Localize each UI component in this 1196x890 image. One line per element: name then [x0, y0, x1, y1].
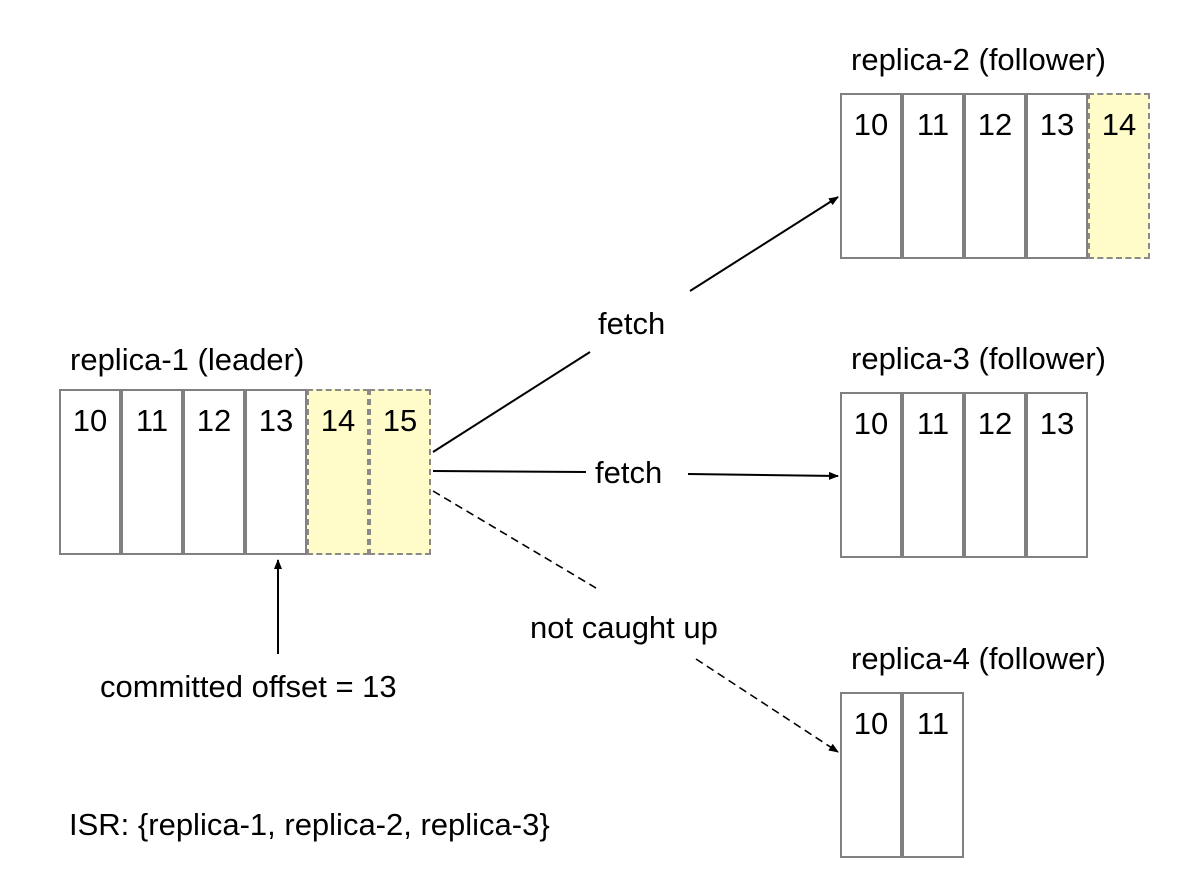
isr-label: ISR: {replica-1, replica-2, replica-3}: [69, 807, 550, 842]
log-offset-cell: 13: [1026, 392, 1088, 558]
fetch-arrow-replica-3-start: [432, 470, 587, 473]
fetch-arrow-replica-2-start: [432, 351, 591, 453]
lag-arrow-replica-4-start: [432, 490, 597, 589]
fetch-label-replica-3: fetch: [595, 455, 663, 490]
log-offset-cell: 10: [840, 392, 902, 558]
log-offset-cell: 12: [183, 389, 245, 555]
log-offset-cell: 12: [964, 392, 1026, 558]
log-offset-cell: 13: [245, 389, 307, 555]
log-offset-cell: 10: [840, 93, 902, 259]
log-offset-cell: 10: [59, 389, 121, 555]
fetch-arrow-replica-2: [689, 196, 839, 292]
log-offset-cell: 15: [369, 389, 431, 555]
lag-arrow-replica-4: [695, 658, 839, 753]
log-offset-cell: 13: [1026, 93, 1088, 259]
committed-offset-label: committed offset = 13: [100, 669, 397, 704]
log-offset-cell: 14: [1088, 93, 1150, 259]
log-offset-cell: 11: [121, 389, 183, 555]
replica-4-title: replica-4 (follower): [851, 641, 1106, 676]
log-offset-cell: 11: [902, 692, 964, 858]
log-offset-cell: 11: [902, 93, 964, 259]
log-offset-cell: 14: [307, 389, 369, 555]
fetch-arrow-replica-3: [687, 471, 839, 480]
log-offset-cell: 10: [840, 692, 902, 858]
fetch-label-replica-2: fetch: [598, 306, 666, 341]
log-offset-cell: 11: [902, 392, 964, 558]
replica-1-title: replica-1 (leader): [70, 342, 305, 377]
not-caught-up-label: not caught up: [530, 610, 718, 645]
replica-2-title: replica-2 (follower): [851, 42, 1106, 77]
log-offset-cell: 12: [964, 93, 1026, 259]
replica-3-title: replica-3 (follower): [851, 341, 1106, 376]
